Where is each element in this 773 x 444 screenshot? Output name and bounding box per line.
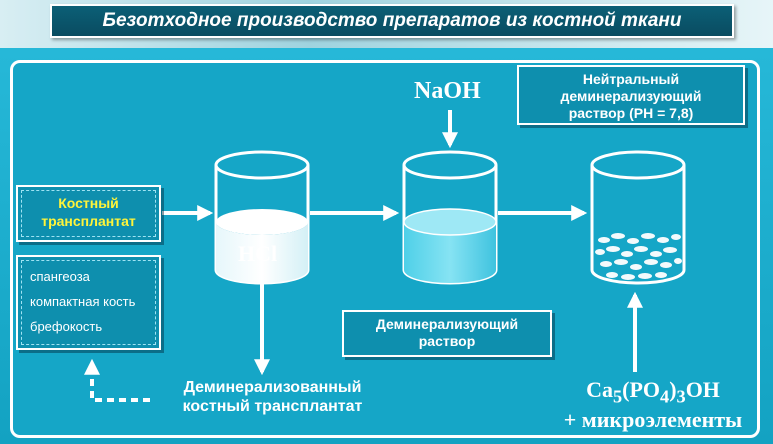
box-frame (21, 260, 156, 345)
formula-part: (PO (622, 377, 661, 402)
bone-type-item: компактная кость (30, 294, 136, 309)
neutral-line-1: Нейтральный (582, 71, 680, 87)
dashed-feedback-line (84, 358, 150, 402)
demin-line-1: Деминерализующий (375, 316, 519, 332)
result-line-2: костный трансплантат (182, 398, 363, 415)
bone-type-item: спангеоза (30, 269, 90, 284)
result-line-1: Деминерализованный (183, 379, 362, 396)
formula-part: Ca (586, 377, 613, 402)
naoh-label: NaOH (414, 78, 481, 104)
neutral-line-3: раствор (PH = 7,8) (568, 105, 694, 121)
bone-graft-box: Костный трансплантат (16, 185, 161, 242)
graft-line-1: Костный (58, 195, 119, 211)
beaker-demineralizing (402, 150, 498, 285)
formula-part: OH (685, 377, 720, 402)
graft-line-2: трансплантат (41, 213, 136, 229)
formula-subscript: 5 (612, 386, 623, 407)
box-frame (21, 190, 156, 237)
hydroxyapatite-label: Ca5(PO4)3OH + микроэлементы (548, 378, 758, 432)
formula-subscript: 3 (676, 386, 686, 407)
microelements-label: + микроэлементы (563, 407, 743, 433)
beaker-sediment (590, 150, 686, 285)
hydroxyapatite-formula: Ca5(PO4)3OH (548, 378, 758, 408)
hcl-label: HCl (238, 241, 278, 266)
beaker-hcl (214, 150, 310, 285)
formula-part: ) (669, 377, 677, 402)
demineralizing-solution-box: Деминерализующий раствор (342, 310, 552, 357)
page-title: Безотходное производство препаратов из к… (50, 4, 734, 38)
neutral-line-2: деминерализующий (560, 88, 702, 104)
bone-type-item: брефокость (30, 319, 103, 334)
demineralized-graft-label: Деминерализованный костный трансплантат (150, 378, 395, 416)
bone-types-box: спангеоза компактная кость брефокость (16, 255, 161, 350)
formula-subscript: 4 (660, 386, 670, 407)
demin-line-2: раствор (418, 333, 476, 349)
neutral-solution-box: Нейтральный деминерализующий раствор (PH… (517, 65, 745, 125)
